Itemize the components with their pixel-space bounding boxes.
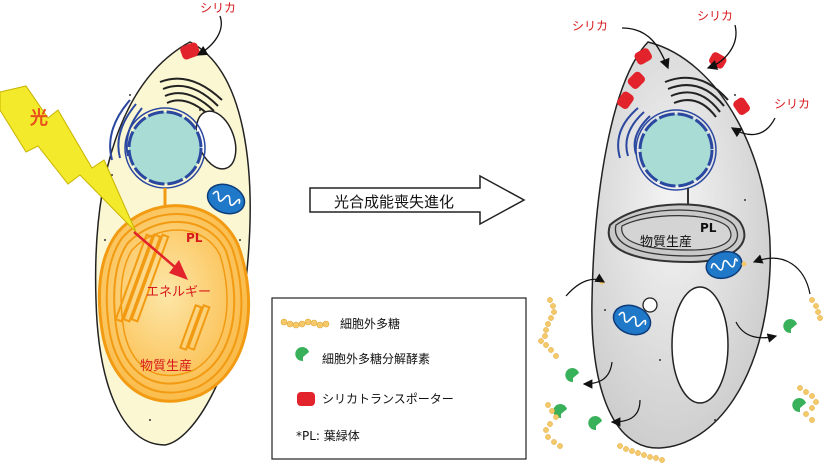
right-mitochondrion-1: [705, 250, 743, 280]
secretion-arrow-1: [582, 361, 613, 389]
energy-arrow: [133, 231, 177, 269]
silica-transporter-icon: [180, 42, 200, 60]
right-cytoplasm-dots: [604, 94, 746, 421]
right-nucleus: [638, 112, 714, 188]
silica-arrow: [196, 15, 222, 56]
nucleus: [127, 110, 203, 186]
right-silica-label-2: シリカ: [697, 9, 733, 23]
left-production-label: 物質生産: [140, 358, 192, 374]
uptake-arrow-1: [565, 273, 606, 297]
thylakoid-stacks: [114, 233, 211, 351]
right-mitochondrion-2: [612, 304, 652, 336]
right-golgi-apparatus: [664, 76, 729, 118]
right-plastid: [607, 203, 746, 264]
uptake-arrow-2: [752, 254, 811, 295]
right-cell: PL 物質生産 シリカ シリカ シリカ: [538, 9, 823, 463]
right-production-label: 物質生産: [640, 234, 692, 250]
enzymes: [553, 319, 806, 431]
silica-label: シリカ: [200, 1, 236, 15]
polysaccharide-chains: [538, 297, 823, 463]
polysaccharide-chain-icon: [280, 318, 330, 329]
energy-arrowhead: [169, 260, 188, 280]
plastid: [97, 204, 251, 403]
cytoplasm-dots: [104, 94, 241, 421]
secretion-arrow-2: [610, 399, 641, 427]
right-silica-label-1: シリカ: [572, 19, 608, 33]
energy-label: エネルギー: [146, 285, 211, 300]
legend-footnote: *PL: 葉緑体: [296, 428, 360, 443]
right-silica-label-3: シリカ: [774, 97, 810, 111]
light-label: 光: [29, 107, 48, 129]
right-silica-arrow-2: [706, 24, 737, 70]
right-silica-arrow-1: [621, 27, 670, 70]
evolution-arrow: 光合成能喪失進化: [309, 174, 526, 226]
left-pl-label: PL: [186, 231, 203, 245]
right-silica-arrow-3: [730, 117, 776, 138]
left-cell: 光 シリカ PL エネルギー 物質生産: [0, 1, 251, 446]
legend-item-polysaccharide: 細胞外多糖: [340, 316, 400, 331]
legend-item-silica-transporter: シリカトランスポーター: [322, 392, 454, 406]
evolution-label: 光合成能喪失進化: [334, 193, 454, 211]
mitochondrion: [206, 183, 246, 215]
secretion-arrow-3: [735, 321, 778, 343]
right-vacuole: [671, 286, 729, 404]
enzyme-icon: [295, 347, 309, 362]
right-pl-label: PL: [700, 221, 717, 235]
small-vesicle: [642, 297, 658, 313]
legend-item-enzyme: 細胞外多糖分解酵素: [322, 351, 430, 366]
lightning-bolt: [0, 85, 137, 233]
legend-box: 細胞外多糖 細胞外多糖分解酵素 シリカトランスポーター *PL: 葉緑体: [271, 297, 527, 460]
silica-transporter-legend-icon: [297, 392, 315, 406]
